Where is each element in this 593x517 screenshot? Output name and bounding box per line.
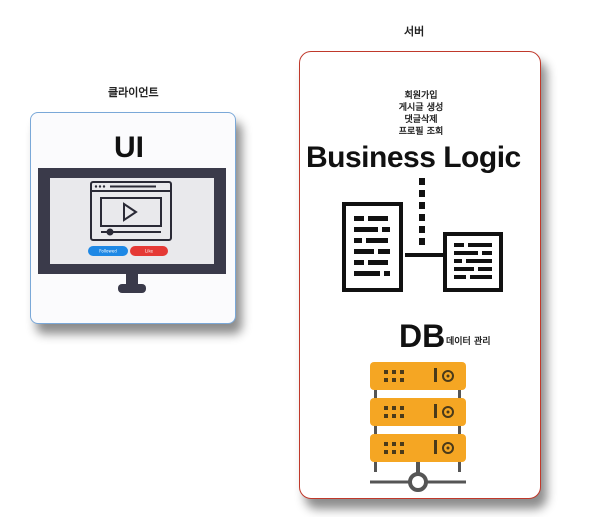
db-label: DB [399, 318, 446, 354]
video-player-icon [90, 181, 172, 241]
server-unit-icon [370, 434, 466, 462]
server-unit-icon [370, 362, 466, 390]
like-button-label: Like [145, 249, 154, 254]
business-logic-label: Business Logic [306, 141, 521, 174]
feature-item: 프로필 조회 [398, 127, 444, 137]
document-icon [443, 232, 503, 292]
ui-label: UI [114, 131, 144, 164]
followed-button-label: Followed [99, 249, 117, 254]
documents-connection-icon [342, 178, 503, 292]
server-unit-icon [370, 398, 466, 426]
feature-item: 회원가입 [404, 91, 438, 101]
feature-list: 회원가입 게시글 생성 댓글삭제 프로필 조회 [380, 90, 462, 138]
feature-item: 댓글삭제 [404, 115, 438, 125]
document-icon [342, 202, 403, 292]
client-title: 클라이언트 [108, 86, 159, 99]
server-rack-icon [370, 362, 466, 492]
feature-item: 게시글 생성 [398, 103, 444, 113]
followed-button [88, 246, 128, 256]
monitor-icon: Followed Like [38, 168, 226, 293]
db-description: 데이터 관리 [446, 337, 491, 347]
like-button [130, 246, 168, 256]
server-title: 서버 [404, 25, 425, 38]
